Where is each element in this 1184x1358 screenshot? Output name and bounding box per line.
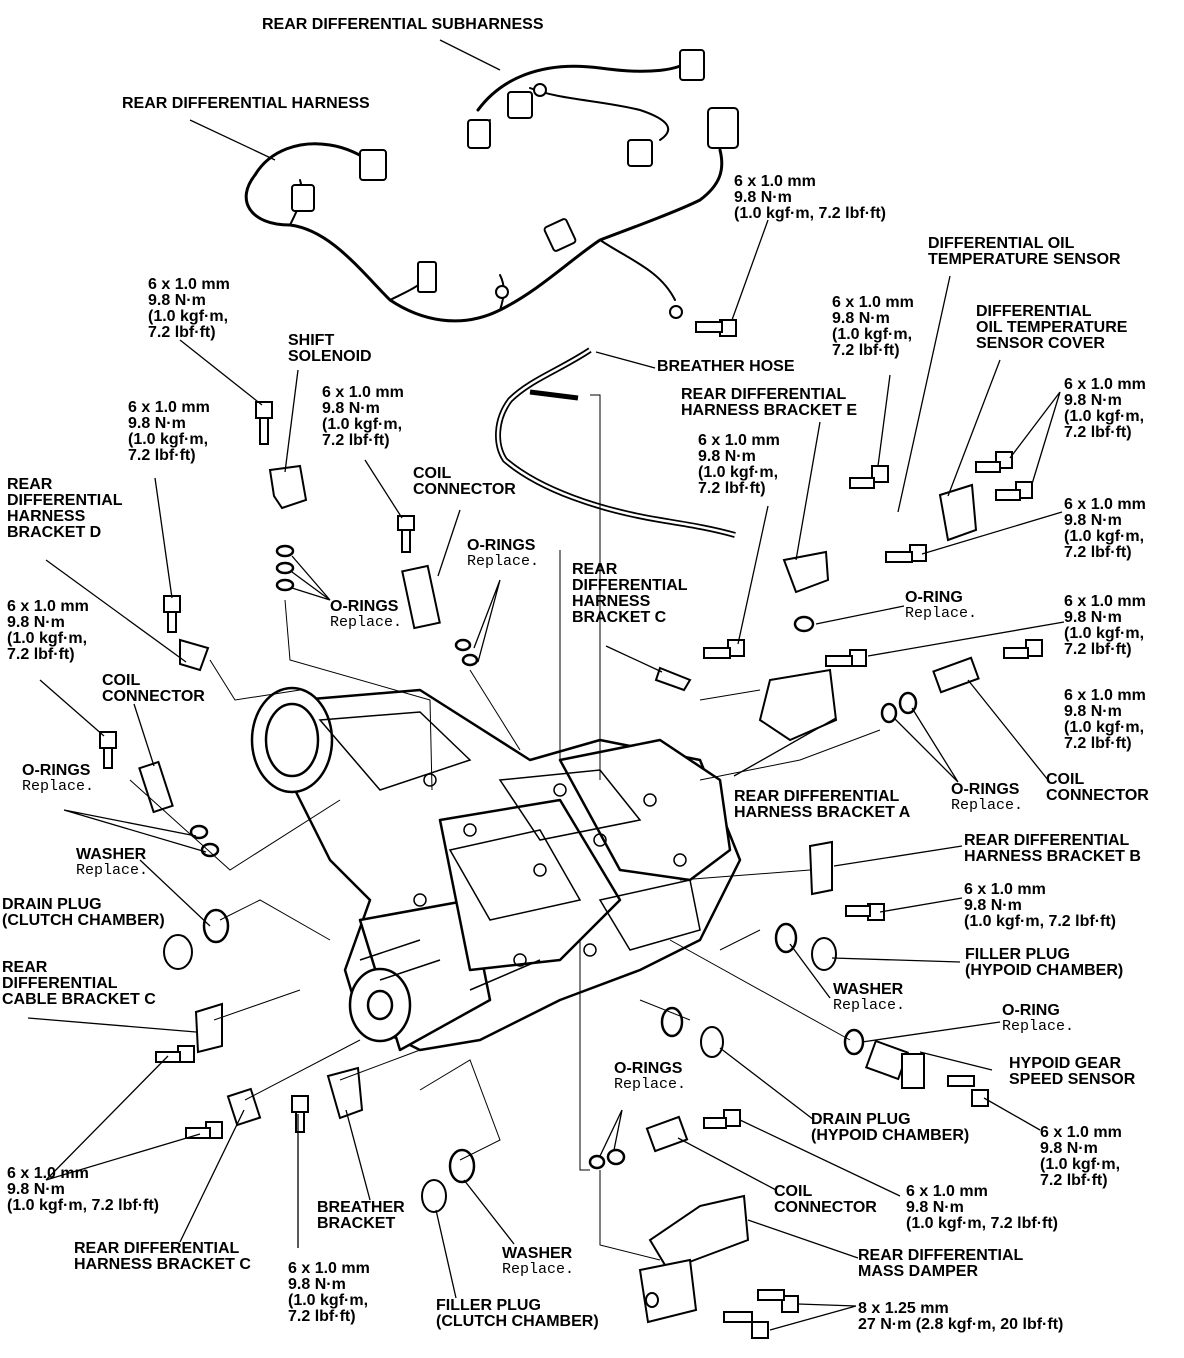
o-rings-and-washers bbox=[189, 544, 918, 1184]
label-rear-diff-harness: REAR DIFFERENTIAL HARNESS bbox=[122, 95, 370, 112]
harness-connectors bbox=[291, 49, 739, 319]
label-rear-diff-subharness: REAR DIFFERENTIAL SUBHARNESS bbox=[262, 16, 544, 33]
breather-hose bbox=[495, 347, 736, 538]
housing-details bbox=[318, 711, 701, 991]
components bbox=[138, 464, 980, 1324]
label-drain-plug-hypoid: DRAIN PLUG(HYPOID CHAMBER) bbox=[811, 1111, 970, 1144]
label-filler-plug-hypoid: FILLER PLUG(HYPOID CHAMBER) bbox=[965, 946, 1124, 979]
label-drain-plug-clutch: DRAIN PLUG(CLUTCH CHAMBER) bbox=[2, 896, 165, 929]
differential-housing bbox=[250, 686, 742, 1052]
label-filler-plug-clutch: FILLER PLUG(CLUTCH CHAMBER) bbox=[436, 1297, 599, 1330]
label-breather-hose: BREATHER HOSE bbox=[657, 358, 795, 375]
phantom-lines bbox=[129, 394, 881, 1261]
leader-lines bbox=[27, 39, 1065, 1331]
